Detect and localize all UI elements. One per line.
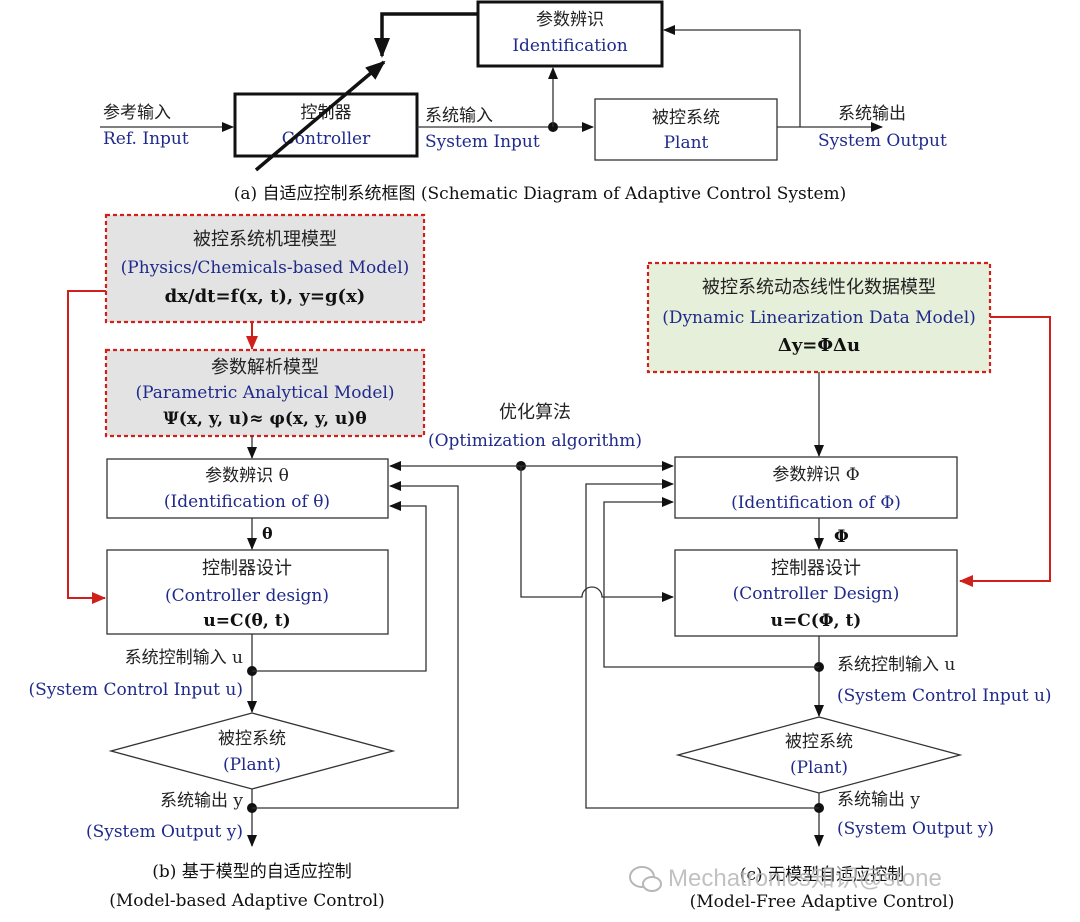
left-identification-box [106,458,389,519]
right-output-cn: 系统输出 y [837,790,920,810]
left-controller-cn: 控制器设计 [202,558,292,579]
left-identification-en: (Identification of θ) [164,492,330,512]
right-output-en: (System Output y) [837,819,994,839]
physics-to-controller-red-arrow [67,290,106,604]
right-identification-box [674,456,958,519]
caption-b-cn: (b) 基于模型的自适应控制 [152,862,352,882]
top-identification-en: Identification [512,36,627,56]
watermark-text: Mechatronics知识@stone [668,865,942,892]
data-model-cn: 被控系统动态线性化数据模型 [702,277,936,298]
left-output-cn: 系统输出 y [160,791,243,811]
top-plant-en: Plant [664,133,709,153]
model-based-b: 被控系统机理模型 (Physics/Chemicals-based Model)… [28,213,459,911]
parametric-model-equation: Ψ(x, y, u)≈ φ(x, y, u)θ [163,409,366,429]
left-controller-box [106,549,389,635]
optimization-to-right-controller-arrow [520,466,674,602]
top-system-input-cn: 系统输入 [425,106,493,126]
left-plant-en: (Plant) [223,755,281,775]
wechat-icon [629,866,662,892]
data-model-en: (Dynamic Linearization Data Model) [662,308,976,328]
model-free-c: 被控系统动态线性化数据模型 (Dynamic Linearization Dat… [585,261,1052,912]
top-ref-input-en: Ref. Input [103,129,189,149]
right-output-feedback-arrow [585,479,819,809]
optimization-en: (Optimization algorithm) [428,431,642,451]
parametric-model-cn: 参数解析模型 [211,357,319,378]
top-controller-en: Controller [282,129,371,149]
caption-b-en: (Model-based Adaptive Control) [109,891,384,911]
top-plant-cn: 被控系统 [652,108,720,128]
left-controller-en: (Controller design) [165,586,329,606]
right-plant-cn: 被控系统 [785,732,853,752]
data-model-box [646,261,992,374]
right-plant-diamond [675,716,963,794]
top-identification-to-controller-arrow [374,12,478,58]
optimization-middle: 优化算法 (Optimization algorithm) [389,402,674,602]
top-plant-box [594,98,778,161]
left-control-input-en: (System Control Input u) [28,680,243,700]
left-identification-cn: 参数辨识 θ [205,466,289,486]
physics-model-box [104,213,426,324]
top-ref-input-cn: 参考输入 [103,103,171,123]
data-model-equation: Δy=ΦΔu [778,335,860,356]
theta-label: θ [262,524,273,543]
top-system-input-en: System Input [425,132,540,152]
right-identification-en: (Identification of Φ) [731,493,901,513]
watermark: Mechatronics知识@stone [629,865,942,892]
physics-model-cn: 被控系统机理模型 [193,229,337,250]
top-identification-cn: 参数辨识 [536,10,604,30]
physics-model-en: (Physics/Chemicals-based Model) [121,258,410,278]
right-controller-en: (Controller Design) [733,584,900,604]
schematic-a: 参数辨识 Identification 控制器 Controller 被控系统 … [100,0,947,204]
left-plant-diamond [108,712,396,790]
top-controller-box [233,92,419,158]
top-system-output-en: System Output [818,131,947,151]
caption-c-cn: (c) 无模型自适应控制 [740,865,904,885]
left-control-input-cn: 系统控制输入 u [125,648,243,668]
right-controller-equation: u=C(Φ, t) [771,611,862,631]
left-controller-equation: u=C(θ, t) [203,611,290,631]
left-output-feedback-arrow [252,481,459,809]
top-identification-box [476,0,664,68]
caption-a: (a) 自适应控制系统框图 (Schematic Diagram of Adap… [234,184,847,204]
parametric-model-en: (Parametric Analytical Model) [135,383,394,403]
right-control-input-en: (System Control Input u) [837,686,1052,706]
phi-label: Φ [834,527,849,547]
left-plant-cn: 被控系统 [218,729,286,749]
right-control-input-feedback-arrow [603,497,819,668]
data-model-to-controller-red-arrow [959,316,1051,587]
right-plant-en: (Plant) [790,758,848,778]
right-control-input-cn: 系统控制输入 u [837,655,955,675]
top-system-output-cn: 系统输出 [838,104,906,124]
physics-model-equation: dx/dt=f(x, t), y=g(x) [165,286,366,307]
left-control-input-feedback-arrow [252,501,427,672]
parametric-model-box [104,348,426,438]
caption-c-en: (Model-Free Adaptive Control) [690,892,955,912]
optimization-cn: 优化算法 [499,402,571,423]
right-controller-cn: 控制器设计 [771,558,861,579]
left-output-en: (System Output y) [86,822,243,842]
right-identification-cn: 参数辨识 Φ [772,465,859,485]
top-adaptation-diagonal-arrow [254,60,386,172]
top-output-feedback-arrow [663,25,801,127]
right-controller-box [674,549,958,637]
